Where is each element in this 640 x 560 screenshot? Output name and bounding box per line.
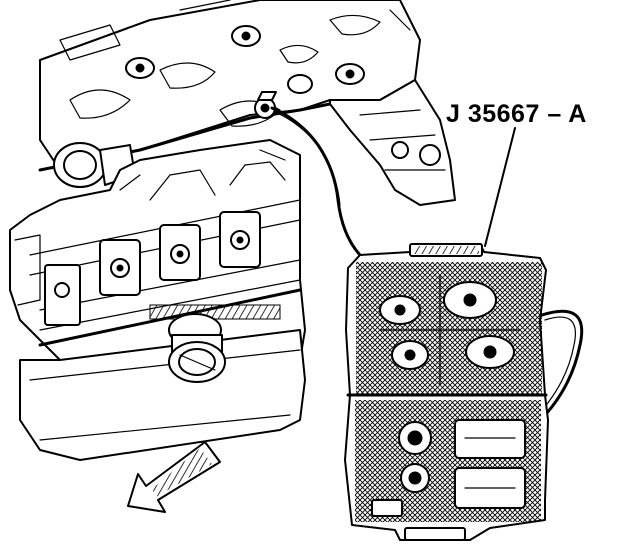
block-details: [14, 149, 302, 347]
callout-leader: [484, 127, 516, 247]
lid-contents: [379, 274, 521, 386]
head-bolts: [125, 25, 365, 94]
oil-pressure-port: [254, 91, 277, 119]
tool-callout-label: J 35667 – A: [446, 100, 587, 128]
base-contents: [371, 419, 526, 517]
engine-block: [9, 0, 456, 461]
arrow-left-down-icon: [127, 441, 221, 513]
oil-filter-boss: [168, 313, 226, 383]
tool-case: [344, 243, 584, 541]
